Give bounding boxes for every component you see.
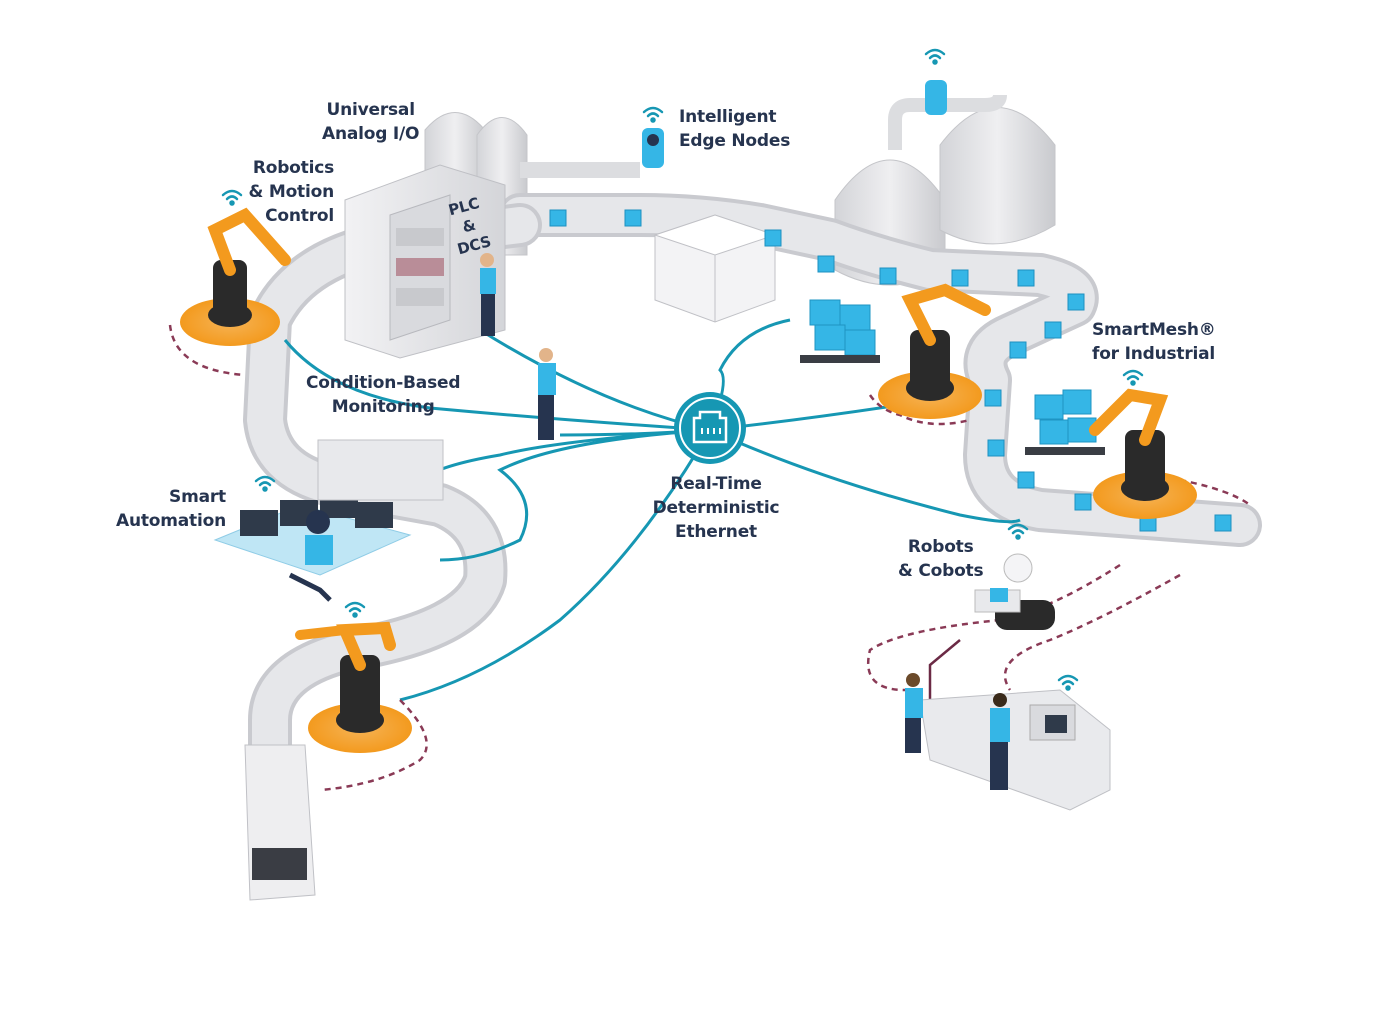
label-line: Robotics — [252, 158, 334, 178]
plc-dcs-cabinet — [344, 164, 506, 359]
dashed-paths — [168, 324, 1251, 792]
label-line: SmartMesh® — [1092, 320, 1216, 340]
label-line: Monitoring — [331, 397, 435, 417]
robot-arm-right — [1089, 388, 1197, 519]
control-desk — [213, 439, 444, 602]
robot-arm-center — [878, 283, 991, 419]
label-line: Robots — [907, 537, 974, 557]
ethernet-port-icon — [674, 392, 746, 464]
label-line: Universal — [326, 100, 415, 120]
label-real-time-ethernet: Real-Time Deterministic Ethernet — [652, 472, 780, 544]
label-smartmesh: SmartMesh® for Industrial — [1092, 318, 1216, 366]
label-line: Smart — [169, 487, 226, 507]
mobile-cobot — [974, 553, 1055, 630]
edge-node-icon — [642, 80, 947, 168]
label-line: Ethernet — [675, 522, 757, 542]
belt-boxes — [549, 209, 1232, 532]
worker-plc — [480, 253, 496, 336]
label-universal-analog-io: Universal Analog I/O — [322, 98, 420, 146]
label-robotics-motion-control: Robotics & Motion Control — [228, 156, 335, 228]
packing-station — [919, 689, 1111, 811]
label-line: Deterministic — [652, 498, 780, 518]
robot-arm-bottom — [295, 621, 412, 753]
worker-tablet — [538, 348, 556, 440]
label-line: Condition-Based — [306, 373, 461, 393]
robot-arm-topleft — [180, 207, 291, 346]
label-smart-automation: Smart Automation — [110, 485, 226, 533]
label-intelligent-edge-nodes: Intelligent Edge Nodes — [679, 105, 790, 153]
wifi-icon — [221, 48, 1144, 691]
conveyor-belts — [243, 193, 1262, 782]
label-line: Real-Time — [670, 474, 762, 494]
label-line: Edge Nodes — [679, 131, 791, 151]
worker-station-1 — [905, 673, 923, 753]
pallets — [800, 299, 1105, 455]
label-line: Automation — [116, 511, 226, 531]
label-line: Intelligent — [679, 107, 777, 127]
worker-station-2 — [990, 693, 1010, 790]
label-condition-based-monitoring: Condition-Based Monitoring — [306, 371, 460, 419]
edge-node-enclosure — [653, 214, 777, 323]
label-line: Analog I/O — [322, 124, 420, 144]
label-line: & Cobots — [898, 561, 984, 581]
workers — [480, 253, 1010, 790]
packaging-machine — [244, 744, 316, 901]
label-line: for Industrial — [1092, 344, 1216, 364]
label-robots-cobots: Robots & Cobots — [898, 535, 984, 583]
label-line: & Motion — [248, 182, 335, 202]
label-line: Control — [265, 206, 334, 226]
